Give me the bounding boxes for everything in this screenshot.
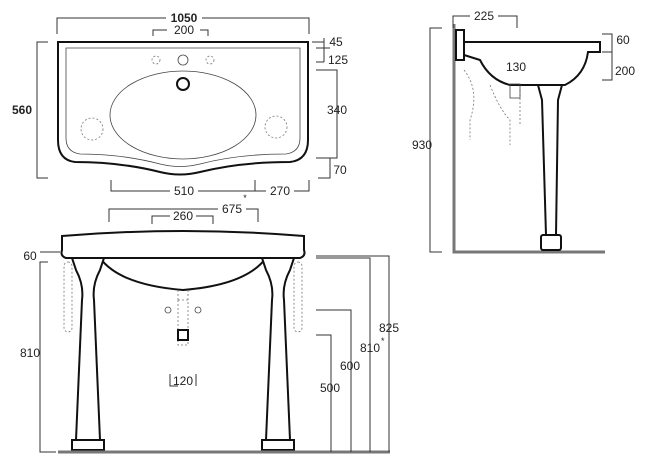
- dim-560: 560: [12, 103, 32, 117]
- dim-810-left: 810: [20, 346, 40, 360]
- tap-hole-center: [177, 54, 189, 66]
- tap-hole-left: [151, 55, 161, 65]
- wall-fixing-right: [194, 306, 202, 314]
- top-view: 1050 200 560 45 125 340 70 510 270 *: [12, 11, 348, 203]
- dim-130: 130: [506, 60, 526, 74]
- dim-45: 45: [329, 35, 343, 49]
- dim-825: 825: [379, 321, 399, 335]
- basin-top-outline: [57, 41, 309, 176]
- waste-outlet-icon: [177, 329, 189, 341]
- fixing-hole-left: [80, 117, 104, 141]
- basin-front-bowl: [98, 257, 268, 292]
- leg-left: [70, 257, 106, 441]
- dim-600: 600: [340, 359, 360, 373]
- front-view: 675 260 120 60 810 500 600 810 * 825: [20, 202, 399, 454]
- dim-260: 260: [173, 209, 193, 223]
- towel-rail-right: [293, 261, 303, 333]
- dim-60: 60: [23, 249, 37, 263]
- wall-fixing-left: [164, 306, 172, 314]
- basin-front-top: [60, 230, 306, 259]
- dim-70: 70: [333, 163, 347, 177]
- dim-930: 930: [412, 138, 432, 152]
- waste-trap-side: [509, 83, 521, 99]
- dim-510: 510: [174, 184, 194, 198]
- dim-120: 120: [173, 374, 193, 388]
- dim-675: 675: [222, 202, 242, 216]
- wall-and-floor-side: [452, 24, 605, 254]
- dim-270: 270: [270, 184, 290, 198]
- basin-side-profile: [463, 41, 601, 86]
- tap-hole-right: [205, 55, 215, 65]
- leg-right: [260, 257, 296, 441]
- towel-rail-left: [63, 261, 73, 333]
- dim-200-side: 200: [615, 64, 635, 78]
- dim-200: 200: [174, 23, 194, 37]
- asterisk-mark-front: *: [381, 336, 385, 346]
- asterisk-mark: *: [243, 193, 247, 203]
- basin-rim-line: [65, 47, 301, 167]
- wall-bracket: [455, 29, 465, 61]
- leg-left-foot: [71, 439, 105, 451]
- dim-125: 125: [328, 53, 348, 67]
- fixing-hole-right: [264, 115, 288, 139]
- side-view: 225 930 130 60 200: [412, 9, 635, 254]
- leg-right-foot: [261, 439, 295, 451]
- dim-340: 340: [327, 103, 347, 117]
- drain-icon: [176, 77, 190, 91]
- dim-810-right: 810: [360, 341, 380, 355]
- leg-side: [536, 84, 564, 236]
- bowl-outline: [109, 70, 257, 160]
- leg-side-foot: [540, 234, 562, 251]
- dim-225: 225: [474, 9, 494, 23]
- dim-500: 500: [320, 381, 340, 395]
- dim-60-side: 60: [616, 33, 630, 47]
- dim-1050: 1050: [171, 11, 198, 25]
